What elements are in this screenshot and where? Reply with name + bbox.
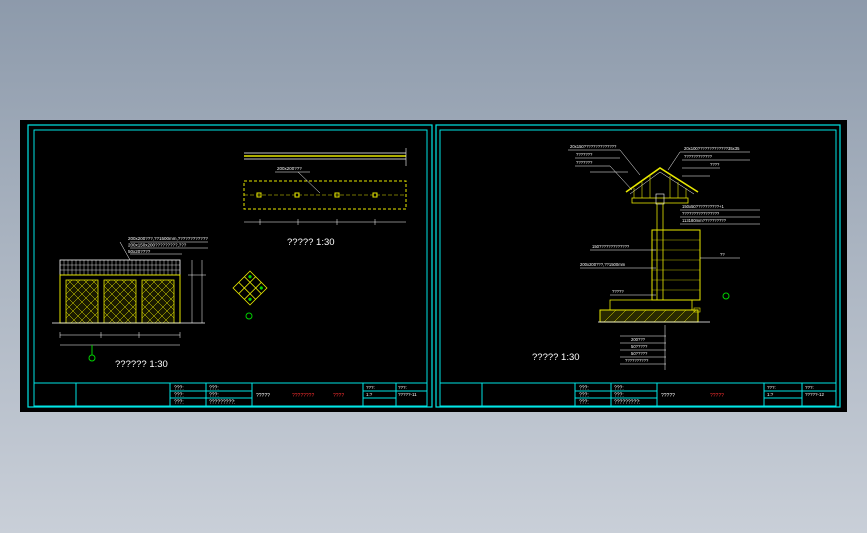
tb-right-scale-label: ???:	[767, 385, 776, 390]
elev-callout-1: 200x200???,??1500mm,????????????	[128, 236, 208, 241]
cad-viewport[interactable]: ???: ???: ???: ???: ???: ?????????: ????…	[20, 120, 847, 412]
tb-right-r1c1: ???:	[579, 386, 589, 392]
elev-callout-3: 50x20????	[128, 249, 151, 254]
section-callout-6: ????	[710, 162, 720, 167]
section-callout-13: ?????	[612, 289, 624, 294]
title-block-left: ???: ???: ???: ???: ???: ?????????: ????…	[34, 382, 427, 406]
section-callout-9: 113180mm??????????	[682, 218, 727, 223]
tb-right-sheet-no: ?????-12	[805, 392, 825, 397]
tb-left-r3c2: ?????????:	[209, 400, 235, 406]
tb-right-project-value: ?????	[710, 393, 724, 399]
section-callout-10: 150?????????????	[592, 244, 630, 249]
section-view: 20x150?????????????? ??????? ??????? 20x…	[532, 144, 760, 370]
tb-right-r2c1: ???:	[579, 393, 589, 399]
plan-caption: ????? 1:30	[287, 237, 335, 248]
plan-note: 200x200???	[277, 166, 302, 171]
tb-left-r2c1: ???:	[174, 393, 184, 399]
tb-left-scale-value: 1:?	[366, 392, 373, 397]
tb-left-project-label: ????????	[292, 393, 314, 399]
tb-left-r3c1: ???:	[174, 400, 184, 406]
section-callout-8: ????????????????	[682, 211, 720, 216]
tb-right-r3c2: ?????????:	[614, 400, 640, 406]
section-callout-14: 200???	[631, 337, 646, 342]
tb-left-scale-label: ???:	[366, 385, 375, 390]
section-callout-15: 50?????	[631, 344, 648, 349]
section-callout-2: ???????	[576, 152, 593, 157]
tb-right-sheet-label: ???:	[805, 385, 814, 390]
tb-left-sheet-no: ?????-11	[398, 392, 417, 397]
section-callout-11: 200x200???,??1500mm	[580, 262, 626, 267]
section-callout-4: 20x100?????????????35x35	[684, 146, 740, 151]
tb-right-r2c2: ???:	[614, 393, 624, 399]
tb-right-scale-value: 1:?	[767, 392, 774, 397]
tb-right-r3c1: ???:	[579, 400, 589, 406]
sheet-left: ???: ???: ???: ???: ???: ?????????: ????…	[27, 124, 433, 408]
section-callout-1: 20x150??????????????	[570, 144, 617, 149]
tb-right-drawing-name: ?????	[661, 393, 675, 399]
title-block-right: ???: ???: ???: ???: ???: ?????????: ????…	[440, 382, 836, 406]
section-caption: ????? 1:30	[532, 352, 580, 363]
cad-drawing: ???: ???: ???: ???: ???: ?????????: ????…	[27, 124, 841, 408]
section-callout-5: ????????????	[684, 154, 713, 159]
tb-left-project-value: ????	[333, 393, 344, 399]
tb-left-sheet-label: ???:	[398, 385, 407, 390]
section-callout-16: 50?????	[631, 351, 648, 356]
plan-view: 200x200??? ????? 1:30	[243, 148, 407, 248]
lattice-detail	[232, 270, 268, 306]
section-callout-7: 150x50??????????+1	[682, 204, 724, 209]
tb-left-r1c1: ???:	[174, 386, 184, 392]
tb-left-r1c2: ???:	[209, 386, 219, 392]
elevation-caption: ?????? 1:30	[115, 359, 168, 370]
sheet-right: ???: ???: ???: ???: ???: ?????????: ????…	[435, 124, 841, 408]
tb-right-r1c2: ???:	[614, 386, 624, 392]
elev-callout-2: 200x150x200?????????,???	[128, 243, 187, 248]
tb-left-drawing-name: ?????	[256, 393, 270, 399]
tb-left-r2c2: ???:	[209, 393, 219, 399]
section-callout-3: ???????	[576, 160, 593, 165]
elevation-view: 200x200???,??1500mm,???????????? 200x150…	[52, 236, 208, 370]
section-callout-17: ??????????	[625, 358, 649, 363]
section-callout-12: ??	[720, 252, 725, 257]
